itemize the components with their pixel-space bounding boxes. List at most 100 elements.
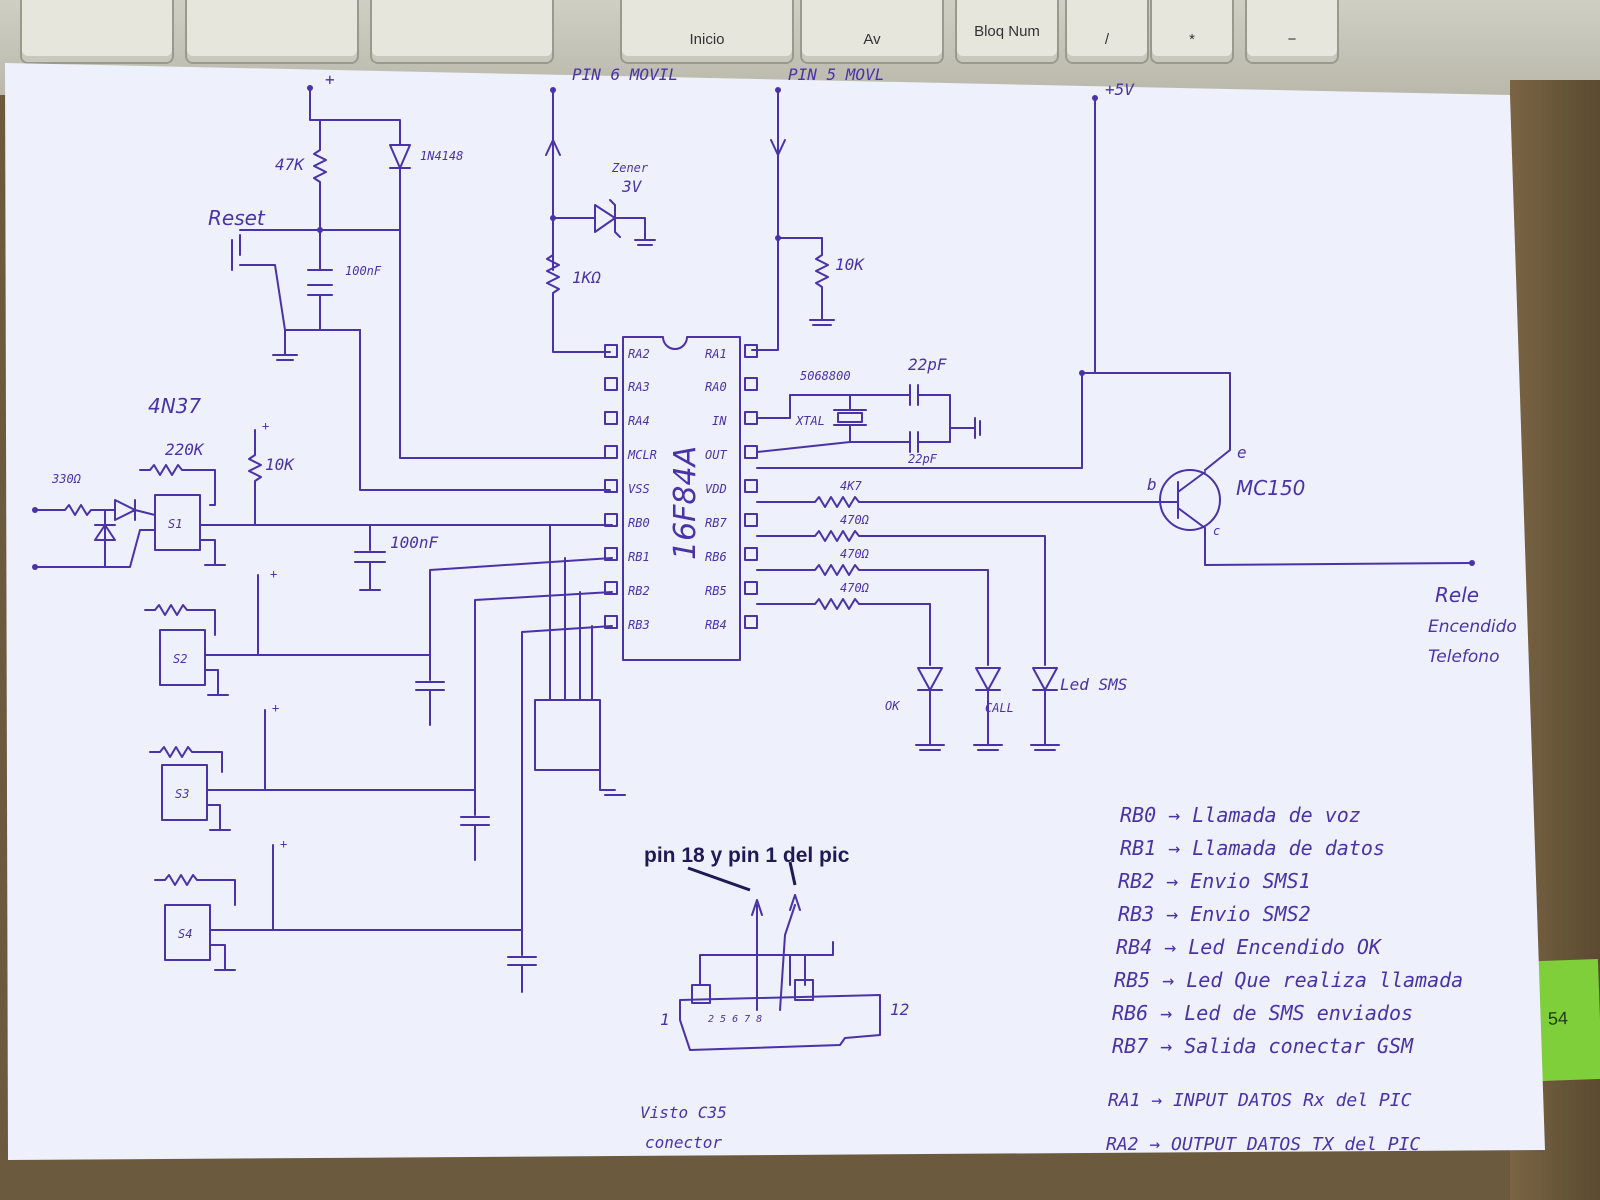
connector-pointer [687,861,797,892]
resistor-1k [546,254,611,353]
connector-section: pin 18 y pin 1 del pic 1 12 2 5 6 7 8 Vi… [640,844,909,1152]
relay-terminal [1469,560,1475,566]
capacitor-label: 100nF [345,264,382,278]
keyboard-key-av: Av [800,0,944,64]
capacitor-100nf [307,229,333,331]
pin-rb3 [604,615,618,629]
resistor-s2 [144,604,216,636]
pin-in-label: IN [712,414,727,428]
opto-s1 [154,494,201,551]
pin-mclr [604,445,618,459]
keyboard-key-minus: − [1245,0,1339,64]
pullup-s1-plus: + [262,419,269,433]
pin-rb1-label: RB1 [628,550,650,564]
pin-rb4-label: RB4 [705,618,727,632]
resistor-rb4-label: 470Ω [840,581,870,595]
paper [5,63,1545,1160]
led-sms [1030,667,1060,751]
pin-ra4 [604,411,618,425]
led-sms-label: Led SMS [1060,675,1127,694]
keyboard-key [20,0,174,64]
legend-line: RB1 → Llamada de datos [1120,836,1385,860]
cap-s3 [460,789,490,861]
pullup-s4-plus: + [280,837,287,851]
opto-s3-out [206,591,613,831]
pin-rb5 [744,581,758,595]
pin5-wire [751,91,786,351]
keyboard-key-inicio: Inicio [620,0,794,64]
vcc-terminal [1092,95,1098,101]
transistor-circuit: +5V b e c MC150 Rele Encendido Telefono [756,80,1517,667]
pin5-circuit: PIN 5 MOVL 10K [751,65,884,351]
pin-vss-label: VSS [628,482,650,496]
legend-line: RB7 → Salida conectar GSM [1112,1034,1414,1058]
pin-ra1-label: RA1 [705,347,727,361]
legend-line: RB4 → Led Encendido OK [1116,935,1383,959]
connector-pin [691,984,711,1004]
legend-line: RA2 → OUTPUT DATOS TX del PIC [1106,1134,1420,1155]
opto-s1-out [199,524,613,566]
resistor-220k [139,464,216,506]
pin6-wire [545,91,561,271]
input-led-branch [36,499,156,521]
reset-circuit: + 47K 1N4148 100nF Reset [208,70,611,491]
input-terminal [32,507,38,513]
opto-s2-out [204,557,613,696]
resistor-rb4 [756,598,931,666]
keyboard-key-bloq: Bloq Num [955,0,1059,64]
supply-plus-label: + [325,70,335,89]
legend-line: RB2 → Envio SMS1 [1118,869,1311,893]
resistor-4k7-label: 4K7 [840,479,862,493]
resistor-s4 [154,874,236,906]
emitter-wire [1081,372,1231,471]
pin-vdd [744,479,758,493]
resistor-47k [313,119,327,231]
pin5-label: PIN 5 MOVL [788,65,884,84]
opto-s4 [164,904,211,961]
diode-1n4148 [389,144,411,231]
reset-button [231,234,286,331]
pin-ra3-label: RA3 [628,380,650,394]
pic-part-label: 16F84A [668,446,703,560]
connector-pin-left: 1 [660,1010,670,1029]
dip-switch-wires [549,524,593,701]
pic-right-pins: RA1 RA0 IN OUT VDD RB7 RB6 RB5 RB4 [705,344,758,632]
resistor-rb5-label: 470Ω [840,547,870,561]
vcc-label: +5V [1105,80,1135,99]
pin-ra2 [604,344,618,358]
keyboard-key [185,0,359,64]
reset-label: Reset [208,206,266,230]
pin-ra4-label: RA4 [628,414,650,428]
opto-s3-label: S3 [175,787,189,801]
transistor-emitter-label: e [1237,443,1247,462]
opto-s2 [159,629,206,686]
keyboard-key-star: * [1150,0,1234,64]
transistor-leads [1149,471,1206,529]
pin-rb7-label: RB7 [705,516,727,530]
input-terminal [32,564,38,570]
opto-part-label: 4N37 [148,394,201,418]
zener-diode [552,199,656,246]
resistor-220k-label: 220K [165,440,205,459]
supply-terminal [307,85,313,91]
connector-pin-right: 12 [890,1000,909,1019]
transistor-name: MC150 [1236,476,1305,500]
crystal-cap2-label: 22pF [908,452,938,466]
resistor-4k7 [756,496,1151,508]
legend-line: RA1 → INPUT DATOS Rx del PIC [1108,1090,1412,1111]
resistor-rb5 [756,564,989,666]
keyboard-key [370,0,554,64]
connector-arrows [751,894,801,1011]
pin-ra3 [604,377,618,391]
pin-out-label: OUT [705,448,727,462]
pin6-terminal [550,87,556,93]
resistor-s3 [149,746,223,773]
pin-rb7 [744,513,758,527]
crystal-label: XTAL [795,414,825,428]
opto-s3 [161,764,208,821]
pic-body [622,336,741,661]
transistor-collector-label: c [1213,524,1220,538]
pin-rb2 [604,581,618,595]
connector-wires [699,941,834,986]
